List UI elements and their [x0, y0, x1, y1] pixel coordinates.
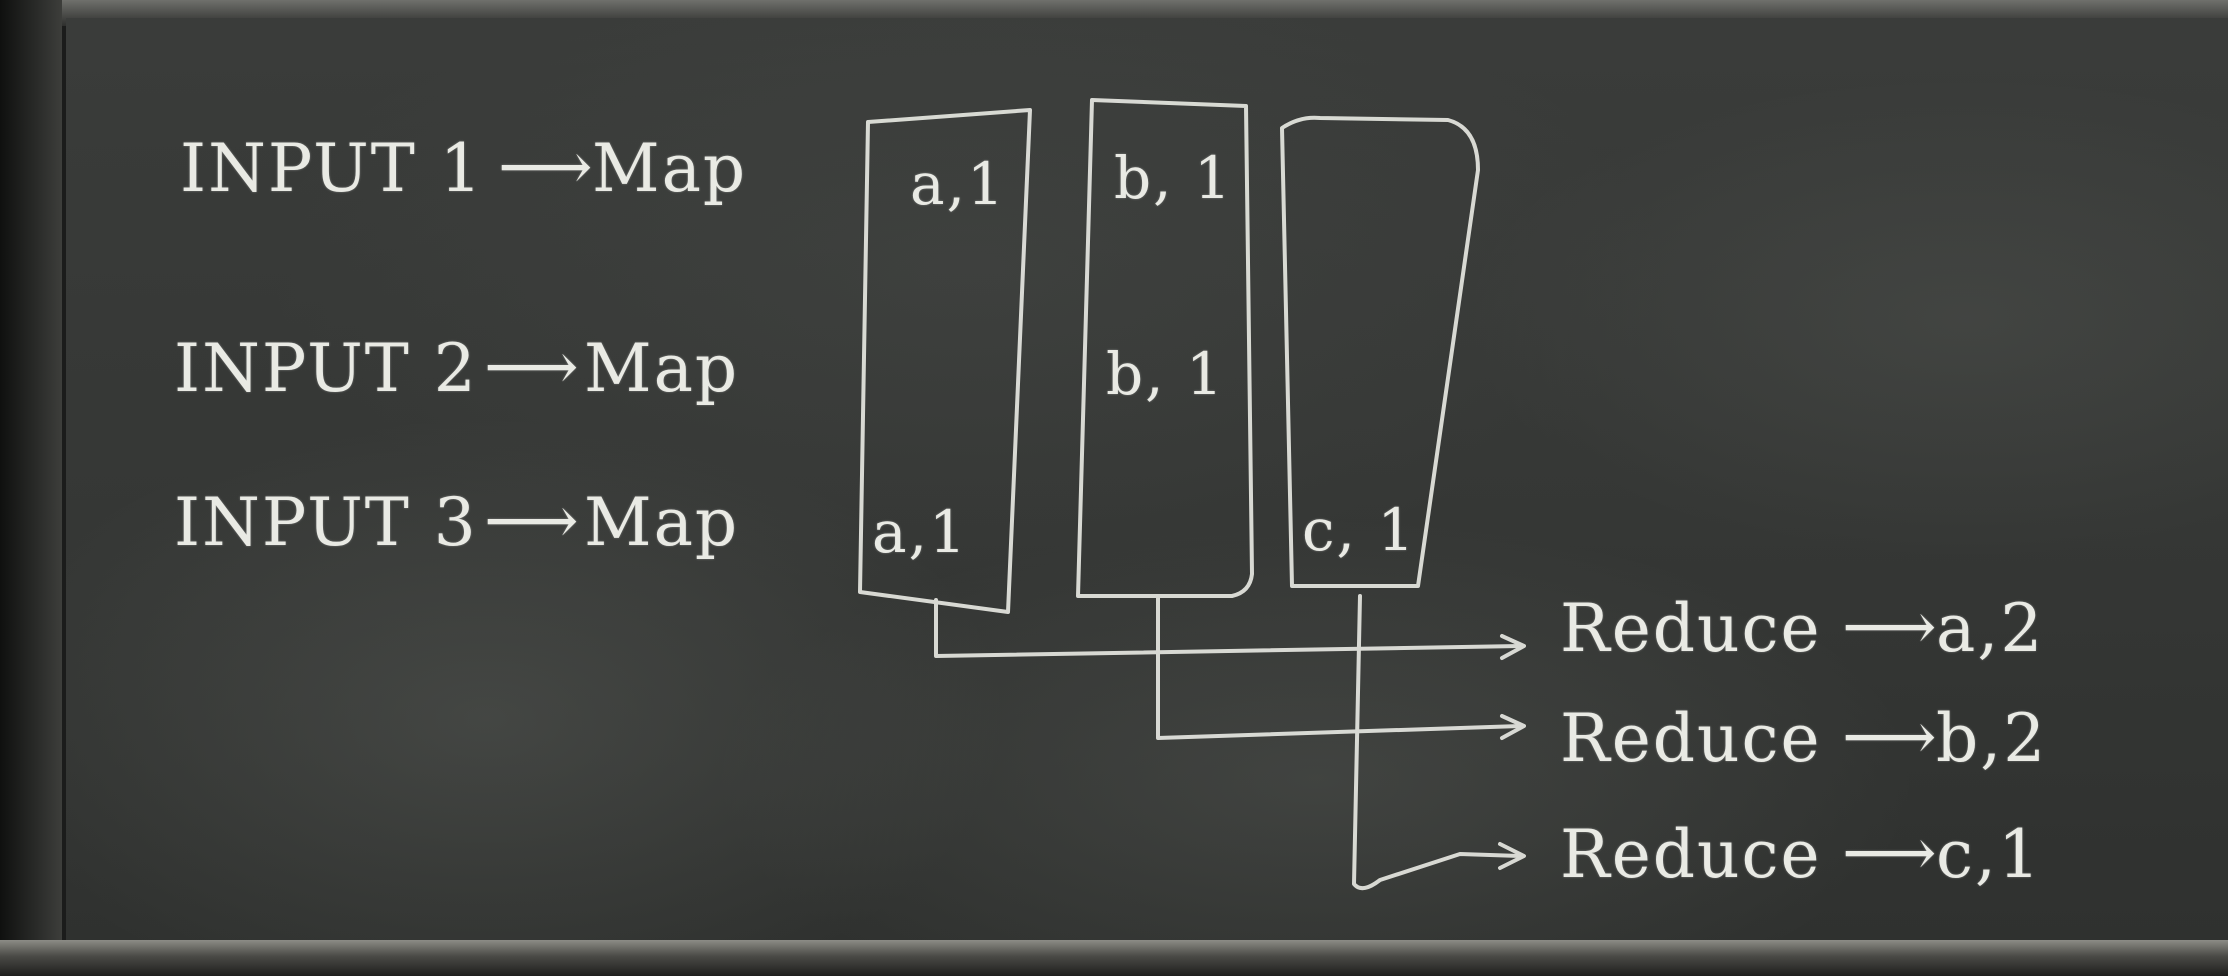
route-arrowhead-c — [1498, 842, 1526, 870]
reduce-result-1: a,2 — [1936, 590, 2045, 667]
reduce-arrow-2: ⟶ — [1842, 698, 1939, 775]
input-label-3: INPUT 3 — [174, 484, 478, 561]
reduce-label-3: Reduce — [1560, 816, 1822, 893]
input-arrow-2: ⟶ — [484, 328, 581, 405]
route-line-a — [934, 598, 1522, 658]
pair-b1-top: b, 1 — [1114, 144, 1233, 212]
input-arrow-1: ⟶ — [498, 128, 595, 205]
pair-a1-top: a,1 — [910, 150, 1006, 218]
reduce-result-2: b,2 — [1936, 700, 2048, 777]
pair-b1-mid: b, 1 — [1106, 340, 1225, 408]
route-line-b — [1156, 596, 1522, 740]
map-label-3: Map — [584, 484, 740, 561]
group-box-b — [1076, 98, 1254, 598]
input-label-1: INPUT 1 — [180, 130, 484, 207]
route-arrowhead-b — [1500, 714, 1526, 740]
reduce-label-1: Reduce — [1560, 590, 1822, 667]
reduce-label-2: Reduce — [1560, 700, 1822, 777]
input-arrow-3: ⟶ — [484, 482, 581, 559]
group-box-a — [858, 108, 1032, 614]
map-label-2: Map — [584, 330, 740, 407]
map-label-1: Map — [592, 130, 748, 207]
chalk-tray — [0, 940, 2228, 976]
route-arrowhead-a — [1500, 634, 1526, 660]
reduce-arrow-3: ⟶ — [1842, 814, 1939, 891]
reduce-arrow-1: ⟶ — [1842, 588, 1939, 665]
reduce-result-3: c,1 — [1936, 816, 2042, 893]
route-line-c — [1352, 594, 1522, 891]
chalkboard: INPUT 1 ⟶ Map INPUT 2 ⟶ Map INPUT 3 ⟶ Ma… — [66, 18, 2228, 944]
pair-c1-bottom: c, 1 — [1302, 496, 1417, 564]
input-label-2: INPUT 2 — [174, 330, 478, 407]
group-box-c — [1280, 115, 1480, 588]
chalkboard-frame-left — [0, 0, 62, 976]
pair-a1-bottom: a,1 — [872, 498, 968, 566]
